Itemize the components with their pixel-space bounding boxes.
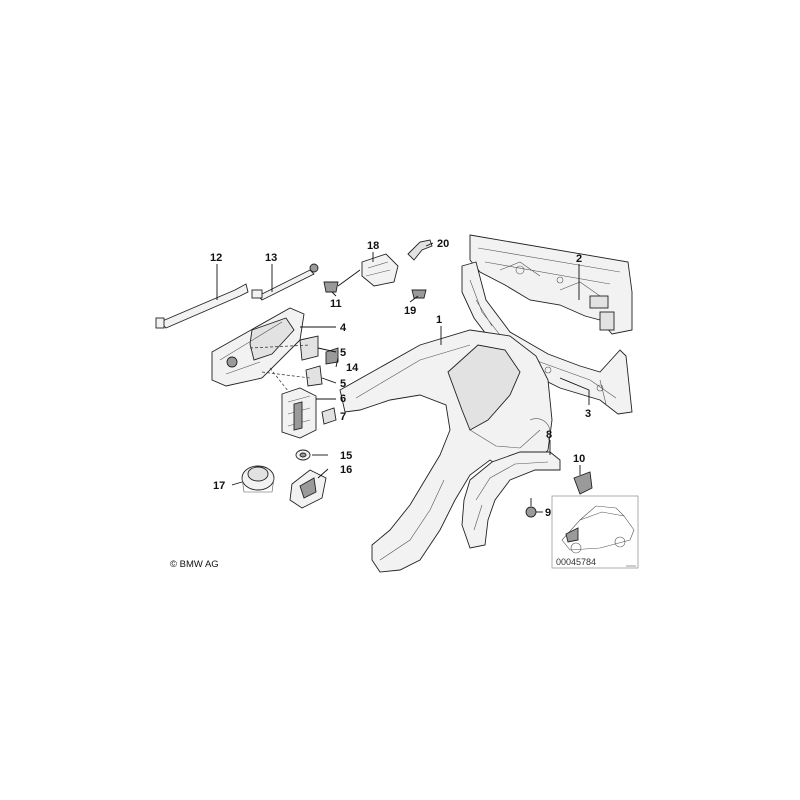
callout-12[interactable]: 12 [210,252,222,264]
callout-numbers: 1 2 3 4 5 5 6 7 8 9 10 11 12 13 14 15 16… [210,238,591,519]
callout-19[interactable]: 19 [404,305,416,317]
callout-17[interactable]: 17 [213,480,225,492]
fuel-filler-housing-part[interactable] [211,307,305,387]
callout-3[interactable]: 3 [585,408,591,420]
callout-13[interactable]: 13 [265,252,277,264]
callout-6[interactable]: 6 [340,393,346,405]
bracket-part[interactable] [573,471,593,495]
callout-18[interactable]: 18 [367,240,379,252]
callout-5-upper[interactable]: 5 [340,347,346,359]
callout-8[interactable]: 8 [546,429,552,441]
callout-11[interactable]: 11 [330,298,342,310]
rod-clip-part[interactable] [251,263,319,301]
callout-9[interactable]: 9 [545,507,551,519]
clip-lower-part[interactable] [305,365,323,387]
clip-7-part[interactable] [321,407,337,425]
lock-mechanism-part[interactable] [281,387,317,439]
callout-14[interactable]: 14 [346,362,359,374]
expanding-rivet-part[interactable] [525,498,537,518]
callout-4[interactable]: 4 [340,322,347,334]
clip-upper-part[interactable] [299,335,319,361]
wheel-arch-liner-part[interactable] [461,451,561,549]
side-panel-part[interactable] [339,329,553,573]
callout-15[interactable]: 15 [340,450,352,462]
callout-5-lower[interactable]: 5 [340,378,346,390]
hose-clip-part[interactable] [407,239,433,261]
copyright-label: © BMW AG [170,559,219,570]
diagram-number: 00045784 [556,557,596,567]
cap-part[interactable] [241,465,275,493]
callout-1[interactable]: 1 [436,314,442,326]
callout-16[interactable]: 16 [340,464,352,476]
rear-panel-part[interactable] [469,234,633,335]
vehicle-inset: 00045784 [551,495,639,569]
callout-2[interactable]: 2 [576,253,582,265]
actuator-part[interactable] [361,253,399,287]
screw-part[interactable] [411,289,427,299]
ring-part[interactable] [295,449,311,461]
callout-20[interactable]: 20 [437,238,449,250]
cable-rod-part[interactable] [155,283,249,329]
callout-10[interactable]: 10 [573,453,585,465]
leader-lines [216,242,590,513]
callout-7[interactable]: 7 [340,411,346,423]
hinge-bracket-part[interactable] [289,469,327,509]
grommet-part[interactable] [323,269,361,293]
